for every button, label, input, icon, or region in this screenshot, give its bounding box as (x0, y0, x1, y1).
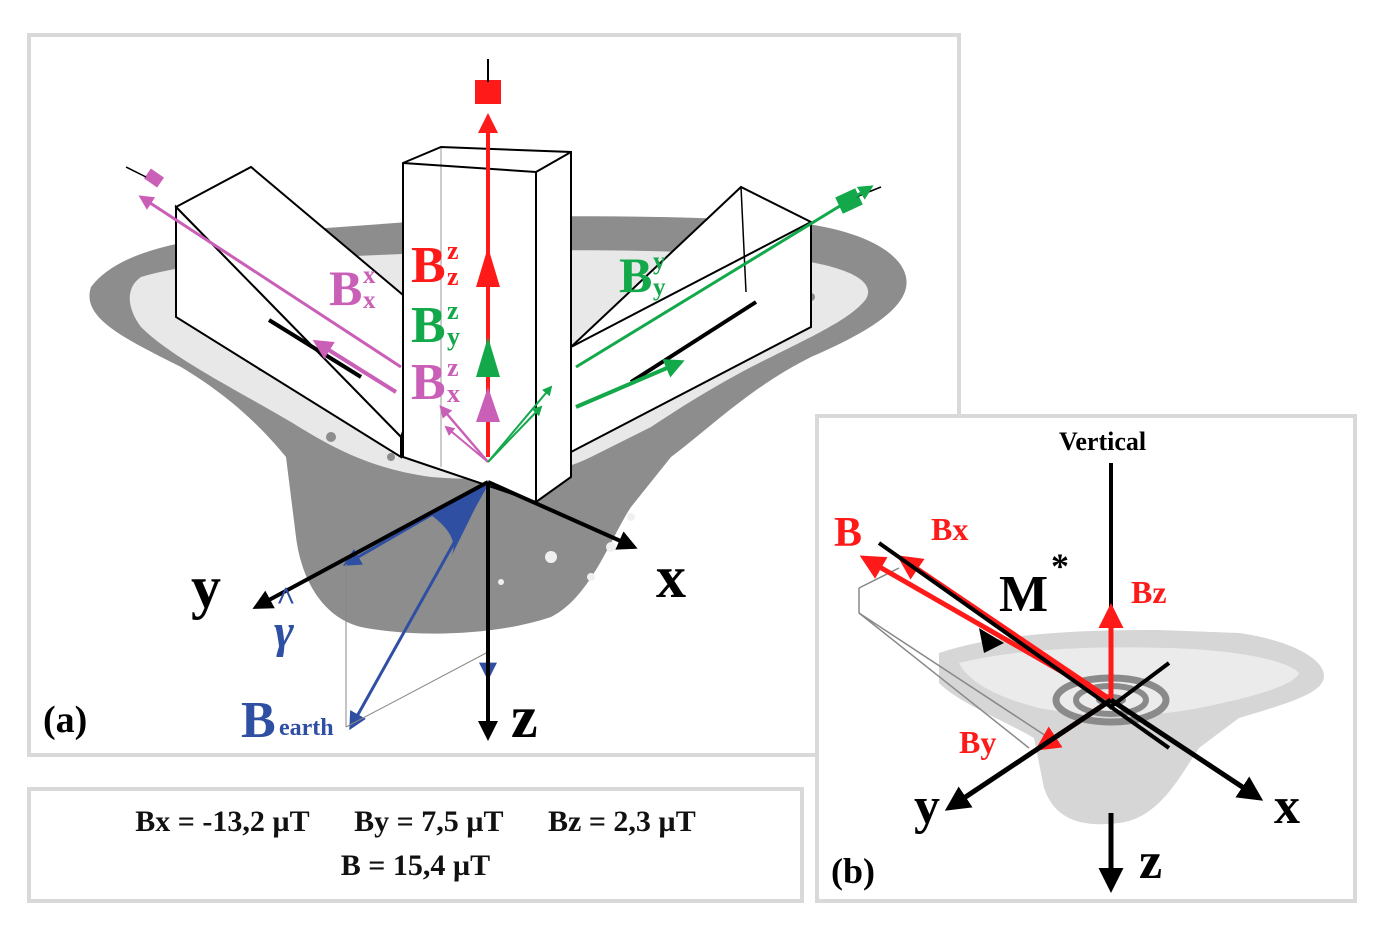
svg-text:x: x (363, 287, 376, 314)
svg-text:y: y (447, 322, 460, 351)
svg-text:B: B (619, 247, 652, 303)
value-bz: Bz = 2,3 µT (548, 805, 696, 838)
values-row-1: Bx = -13,2 µT By = 7,5 µT Bz = 2,3 µT (31, 805, 800, 839)
svg-text:y: y (653, 248, 666, 275)
svg-text:z: z (447, 296, 459, 325)
axis-y-label-b: y (914, 778, 940, 835)
svg-text:z: z (447, 262, 459, 291)
label-bx: Bx (931, 511, 968, 547)
svg-text:B: B (329, 260, 362, 316)
rock-sample-b (939, 630, 1324, 825)
green-axis-arrow (575, 185, 874, 369)
axis-y-label: y (191, 554, 221, 620)
label-b: B (834, 510, 862, 556)
panel-a: y x z (a) B z z B z y B z x B x x B y y … (27, 33, 961, 757)
panel-a-diagram: y x z (a) B z z B z y B z x B x x B y y … (43, 59, 907, 750)
m-axis-line (877, 541, 1171, 750)
value-b: B = 15,4 µT (340, 849, 491, 882)
magenta-axis-arrow (138, 195, 402, 369)
label-bz: Bz (1131, 574, 1167, 610)
vertical-label: Vertical (1059, 427, 1146, 456)
axis-z-label: z (511, 684, 538, 750)
axis-z-label-b: z (1139, 833, 1162, 890)
svg-text:x: x (447, 379, 460, 408)
svg-text:B: B (411, 354, 446, 411)
label-bzz: B z z (411, 236, 459, 294)
axis-x-arrow (487, 480, 638, 550)
axis-y-arrow (252, 480, 489, 609)
svg-text:M: M (999, 566, 1048, 623)
svg-text:B: B (411, 237, 446, 294)
values-row-2: B = 15,4 µT (31, 849, 800, 883)
value-bx: Bx = -13,2 µT (135, 805, 310, 838)
panel-a-tag: (a) (43, 699, 87, 741)
sensor-head-z (475, 80, 501, 104)
label-bxx: B x x (329, 260, 376, 316)
label-bzy: B z y (411, 296, 460, 354)
label-m: M * (999, 546, 1069, 623)
panel-b-tag: (b) (831, 851, 875, 891)
label-byy: B y y (619, 247, 666, 303)
sensor-head-x (144, 168, 164, 188)
axis-x-label-b: x (1274, 778, 1300, 835)
svg-text:*: * (1051, 546, 1069, 586)
svg-text:x: x (363, 262, 376, 289)
label-bearth: B earth (241, 692, 334, 749)
svg-text:y: y (653, 274, 666, 301)
label-by: By (959, 724, 996, 760)
svg-text:B: B (241, 692, 276, 749)
svg-text:γ: γ (274, 605, 294, 658)
svg-text:B: B (411, 297, 446, 354)
svg-text:z: z (447, 353, 459, 382)
panel-b-diagram: Vertical B Bx Bz By M * y x z (b) (831, 427, 1324, 893)
label-bzx: B z x (411, 353, 460, 411)
label-gamma: ^ γ (274, 581, 296, 658)
axis-x-arrow-b (1109, 697, 1264, 801)
axis-x-label: x (656, 544, 686, 610)
axis-y-arrow-b (944, 697, 1113, 811)
panel-b: Vertical B Bx Bz By M * y x z (b) (815, 414, 1357, 903)
svg-text:z: z (447, 236, 459, 265)
svg-text:^: ^ (276, 581, 296, 618)
value-by: By = 7,5 µT (354, 805, 503, 838)
svg-text:earth: earth (279, 715, 334, 741)
values-box: Bx = -13,2 µT By = 7,5 µT Bz = 2,3 µT B … (27, 787, 804, 903)
